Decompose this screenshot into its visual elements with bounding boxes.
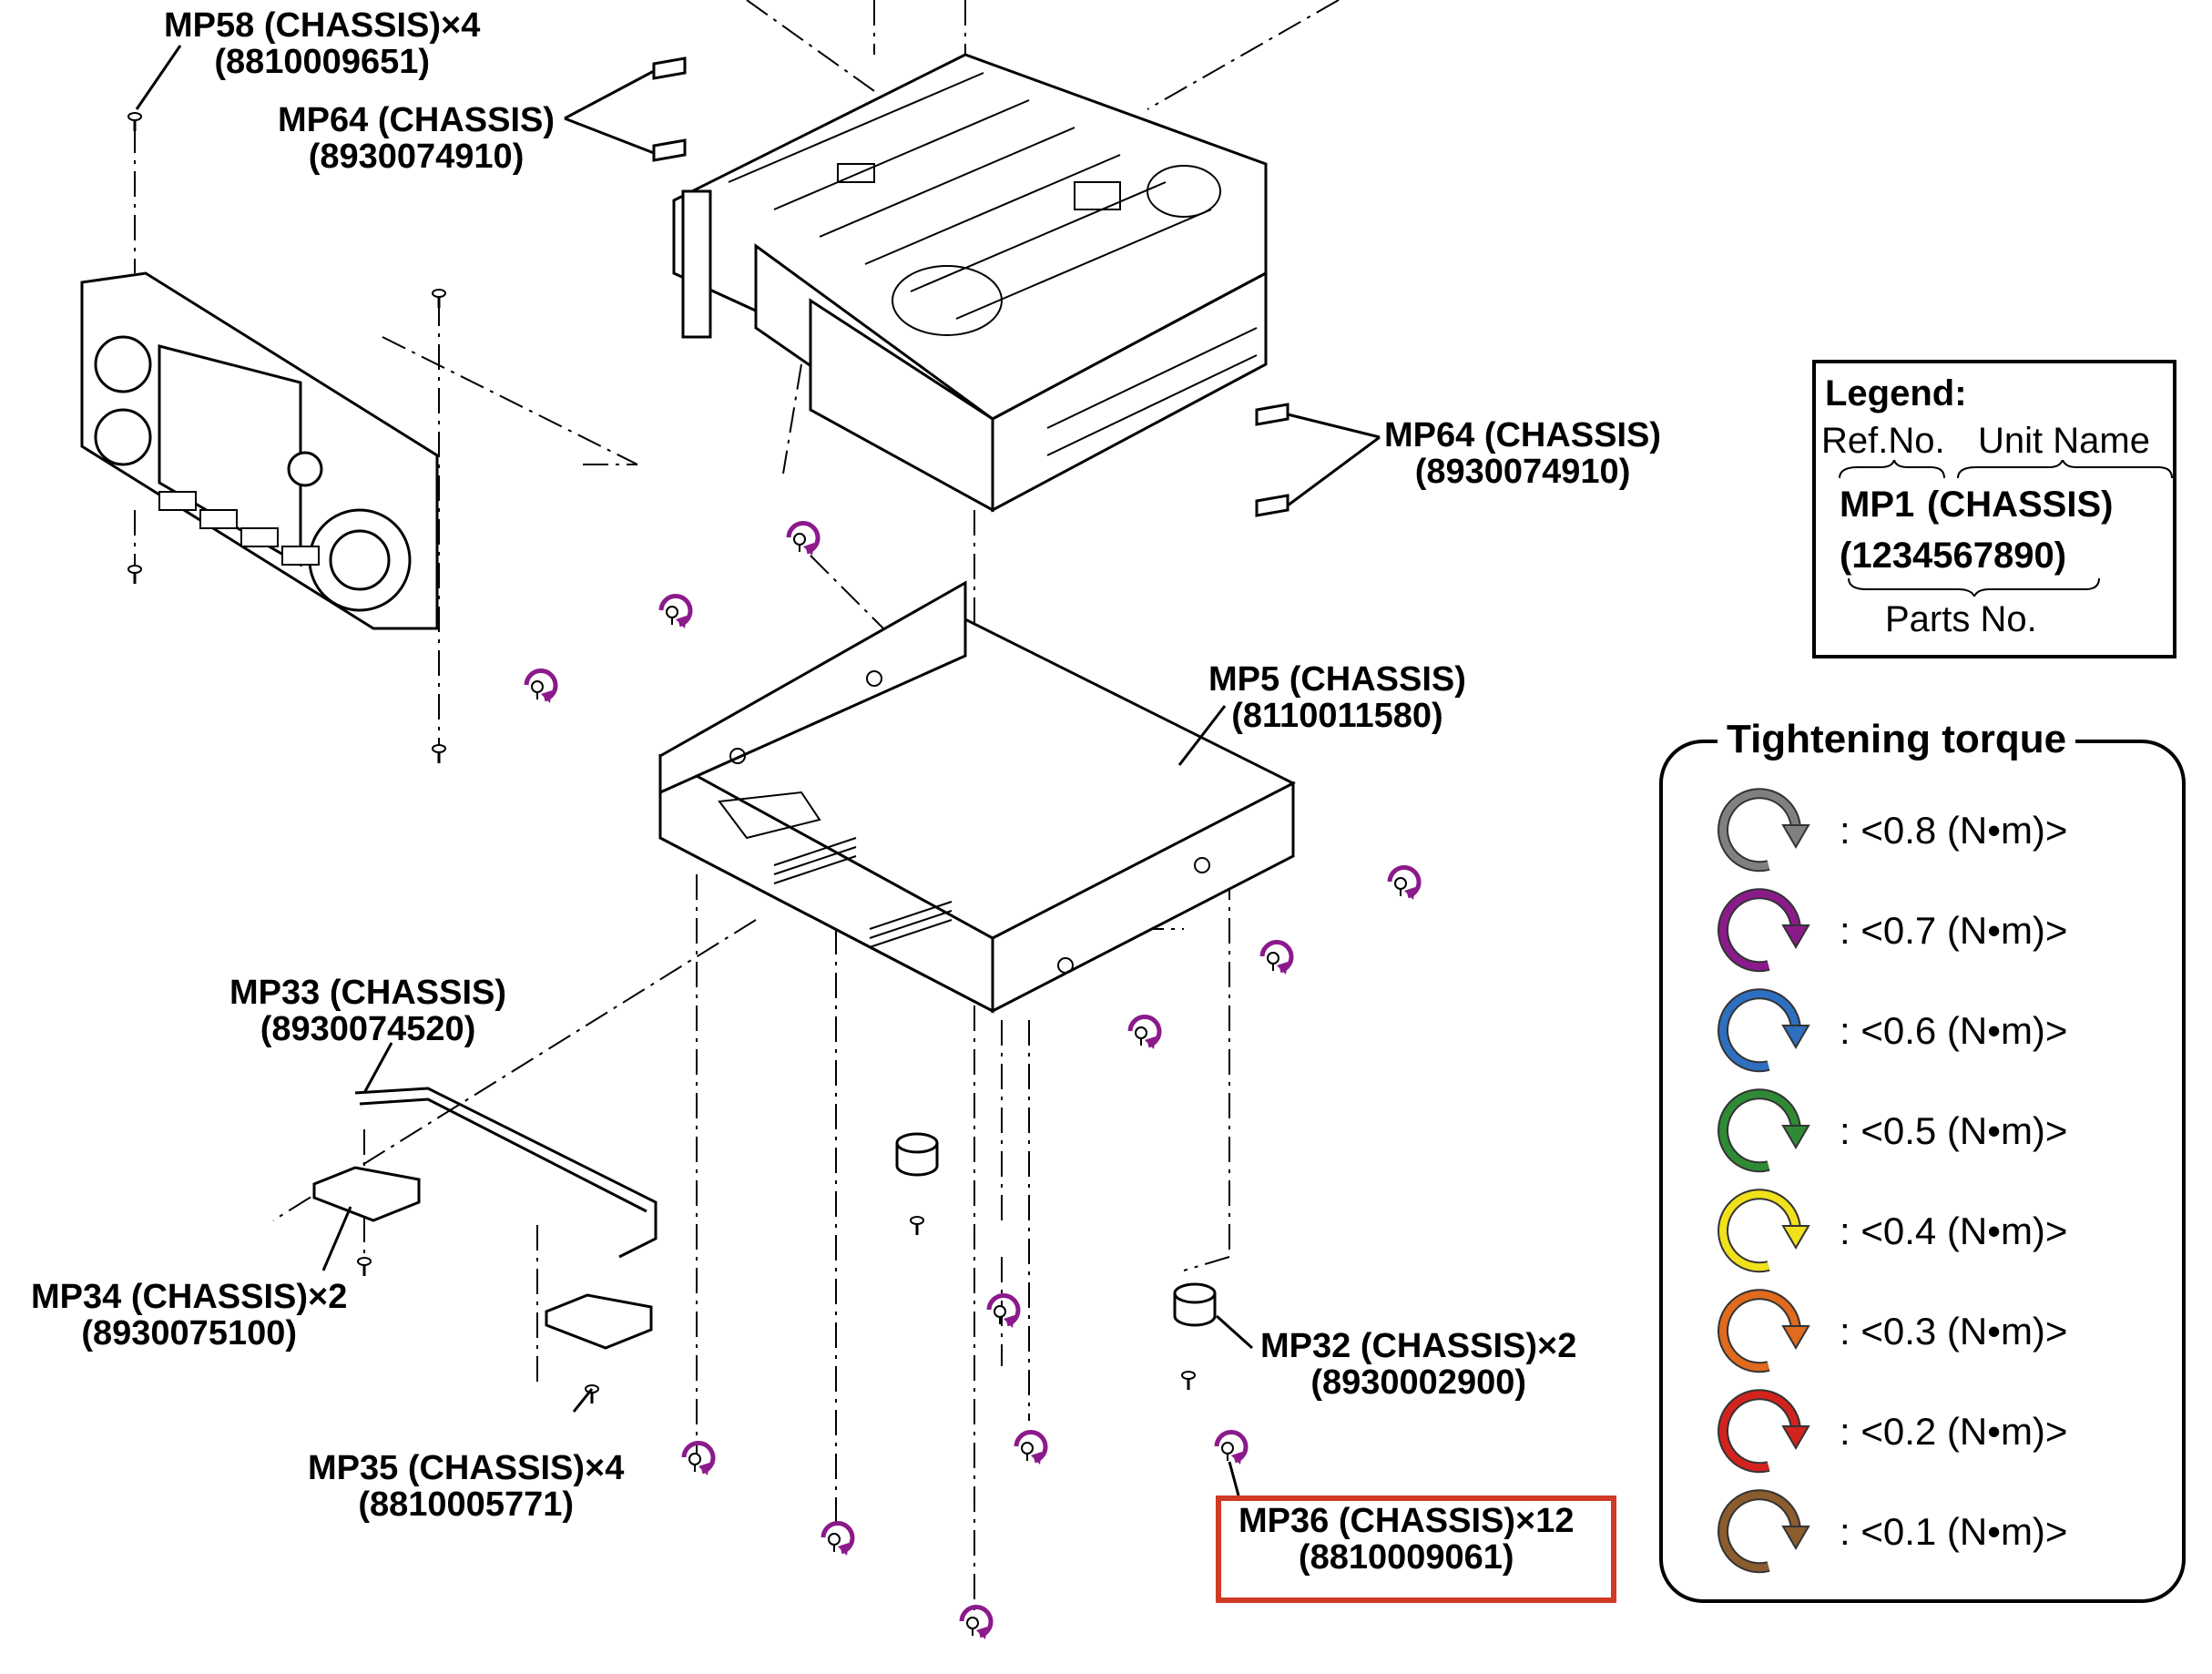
callout-mp32: MP32 (CHASSIS)×2 (8930002900) [1260, 1328, 1576, 1401]
callout-part: (8810009061) [1298, 1538, 1514, 1577]
callout-mp58: MP58 (CHASSIS)×4 (8810009651) [164, 7, 480, 80]
rotate-arrow-icon [1718, 1389, 1810, 1474]
callout-mp5: MP5 (CHASSIS) (8110011580) [1208, 661, 1466, 734]
callout-ref: MP36 (CHASSIS)×12 [1239, 1502, 1575, 1540]
rotate-arrow-icon [1718, 1088, 1810, 1173]
torque-row: : <0.5 (N•m)> [1712, 1086, 2167, 1177]
highlight-box [1216, 1495, 1616, 1603]
callout-ref: MP34 (CHASSIS)×2 [31, 1278, 348, 1316]
torque-row: : <0.3 (N•m)> [1712, 1286, 2167, 1377]
torque-value: : <0.2 (N•m)> [1840, 1410, 2068, 1453]
callout-mp33: MP33 (CHASSIS) (8930074520) [229, 975, 506, 1047]
rotate-arrow-icon [1718, 788, 1810, 873]
callout-ref: MP5 (CHASSIS) [1208, 660, 1466, 699]
callout-ref: MP64 (CHASSIS) [1384, 416, 1662, 454]
callout-ref: MP35 (CHASSIS)×4 [308, 1449, 625, 1487]
torque-value: : <0.3 (N•m)> [1840, 1310, 2068, 1352]
torque-title: Tightening torque [1718, 716, 2076, 763]
rotate-arrow-icon [1718, 988, 1810, 1073]
rotate-arrow-icon [1718, 1289, 1810, 1373]
callout-part: (8930074520) [260, 1010, 476, 1048]
torque-row: : <0.1 (N•m)> [1712, 1486, 2167, 1577]
callout-mp36: MP36 (CHASSIS)×12 (8810009061) [1239, 1503, 1575, 1576]
legend-braces [1839, 460, 2173, 597]
torque-value: : <0.6 (N•m)> [1840, 1009, 2068, 1052]
leader-lines [135, 45, 1381, 1496]
rotate-arrow-icon [1718, 888, 1810, 973]
alignment-lines [134, 0, 1340, 1621]
callout-mp64-right: MP64 (CHASSIS) (8930074910) [1384, 417, 1661, 490]
mp34-feet [312, 1166, 653, 1350]
callout-mp64-top: MP64 (CHASSIS) (8930074910) [278, 102, 555, 175]
callout-part: (8930075100) [81, 1314, 298, 1352]
upper-chassis [652, 53, 1289, 517]
front-panel [80, 271, 439, 630]
rotate-arrow-icon [1718, 1189, 1810, 1273]
torque-value: : <0.7 (N•m)> [1840, 909, 2068, 952]
torque-row: : <0.7 (N•m)> [1712, 885, 2167, 976]
torque-row: : <0.8 (N•m)> [1712, 785, 2167, 876]
torque-value: : <0.1 (N•m)> [1840, 1510, 2068, 1553]
callout-ref: MP58 (CHASSIS)×4 [164, 6, 481, 45]
mp32-rubber-feet [895, 1132, 1217, 1327]
callout-mp34: MP34 (CHASSIS)×2 (8930075100) [31, 1279, 347, 1352]
legend-example-ref: MP1 [1840, 485, 1915, 525]
callout-part: (8810005771) [358, 1485, 575, 1524]
legend-unit-name: Unit Name [1978, 421, 2150, 461]
torque-row: : <0.4 (N•m)> [1712, 1186, 2167, 1277]
legend-parts-no: Parts No. [1885, 599, 2037, 639]
callout-mp35: MP35 (CHASSIS)×4 (8810005771) [308, 1450, 624, 1523]
legend-example-part: (1234567890) [1840, 536, 2067, 576]
legend-ref-no: Ref.No. [1821, 421, 1945, 461]
callout-part: (8930074910) [308, 138, 525, 176]
legend-title: Legend: [1825, 373, 1967, 413]
callout-part: (8110011580) [1231, 697, 1443, 735]
callout-ref: MP32 (CHASSIS)×2 [1260, 1327, 1577, 1365]
torque-row: : <0.2 (N•m)> [1712, 1386, 2167, 1477]
callout-ref: MP33 (CHASSIS) [229, 974, 507, 1012]
torque-value: : <0.4 (N•m)> [1840, 1210, 2068, 1252]
mp5-chassis-plate [658, 580, 1296, 1014]
mp33-stand-rod [354, 1087, 657, 1259]
rotate-arrow-icon [1718, 1489, 1810, 1574]
callout-part: (8930074910) [1414, 453, 1631, 491]
legend-example-unit: (CHASSIS) [1927, 485, 2114, 525]
legend-box [1812, 360, 2176, 658]
torque-value: : <0.5 (N•m)> [1840, 1109, 2068, 1152]
callout-part: (8810009651) [214, 43, 431, 81]
torque-value: : <0.8 (N•m)> [1840, 809, 2068, 852]
callout-part: (8930002900) [1310, 1363, 1527, 1402]
torque-row: : <0.6 (N•m)> [1712, 985, 2167, 1077]
callout-ref: MP64 (CHASSIS) [278, 101, 556, 139]
